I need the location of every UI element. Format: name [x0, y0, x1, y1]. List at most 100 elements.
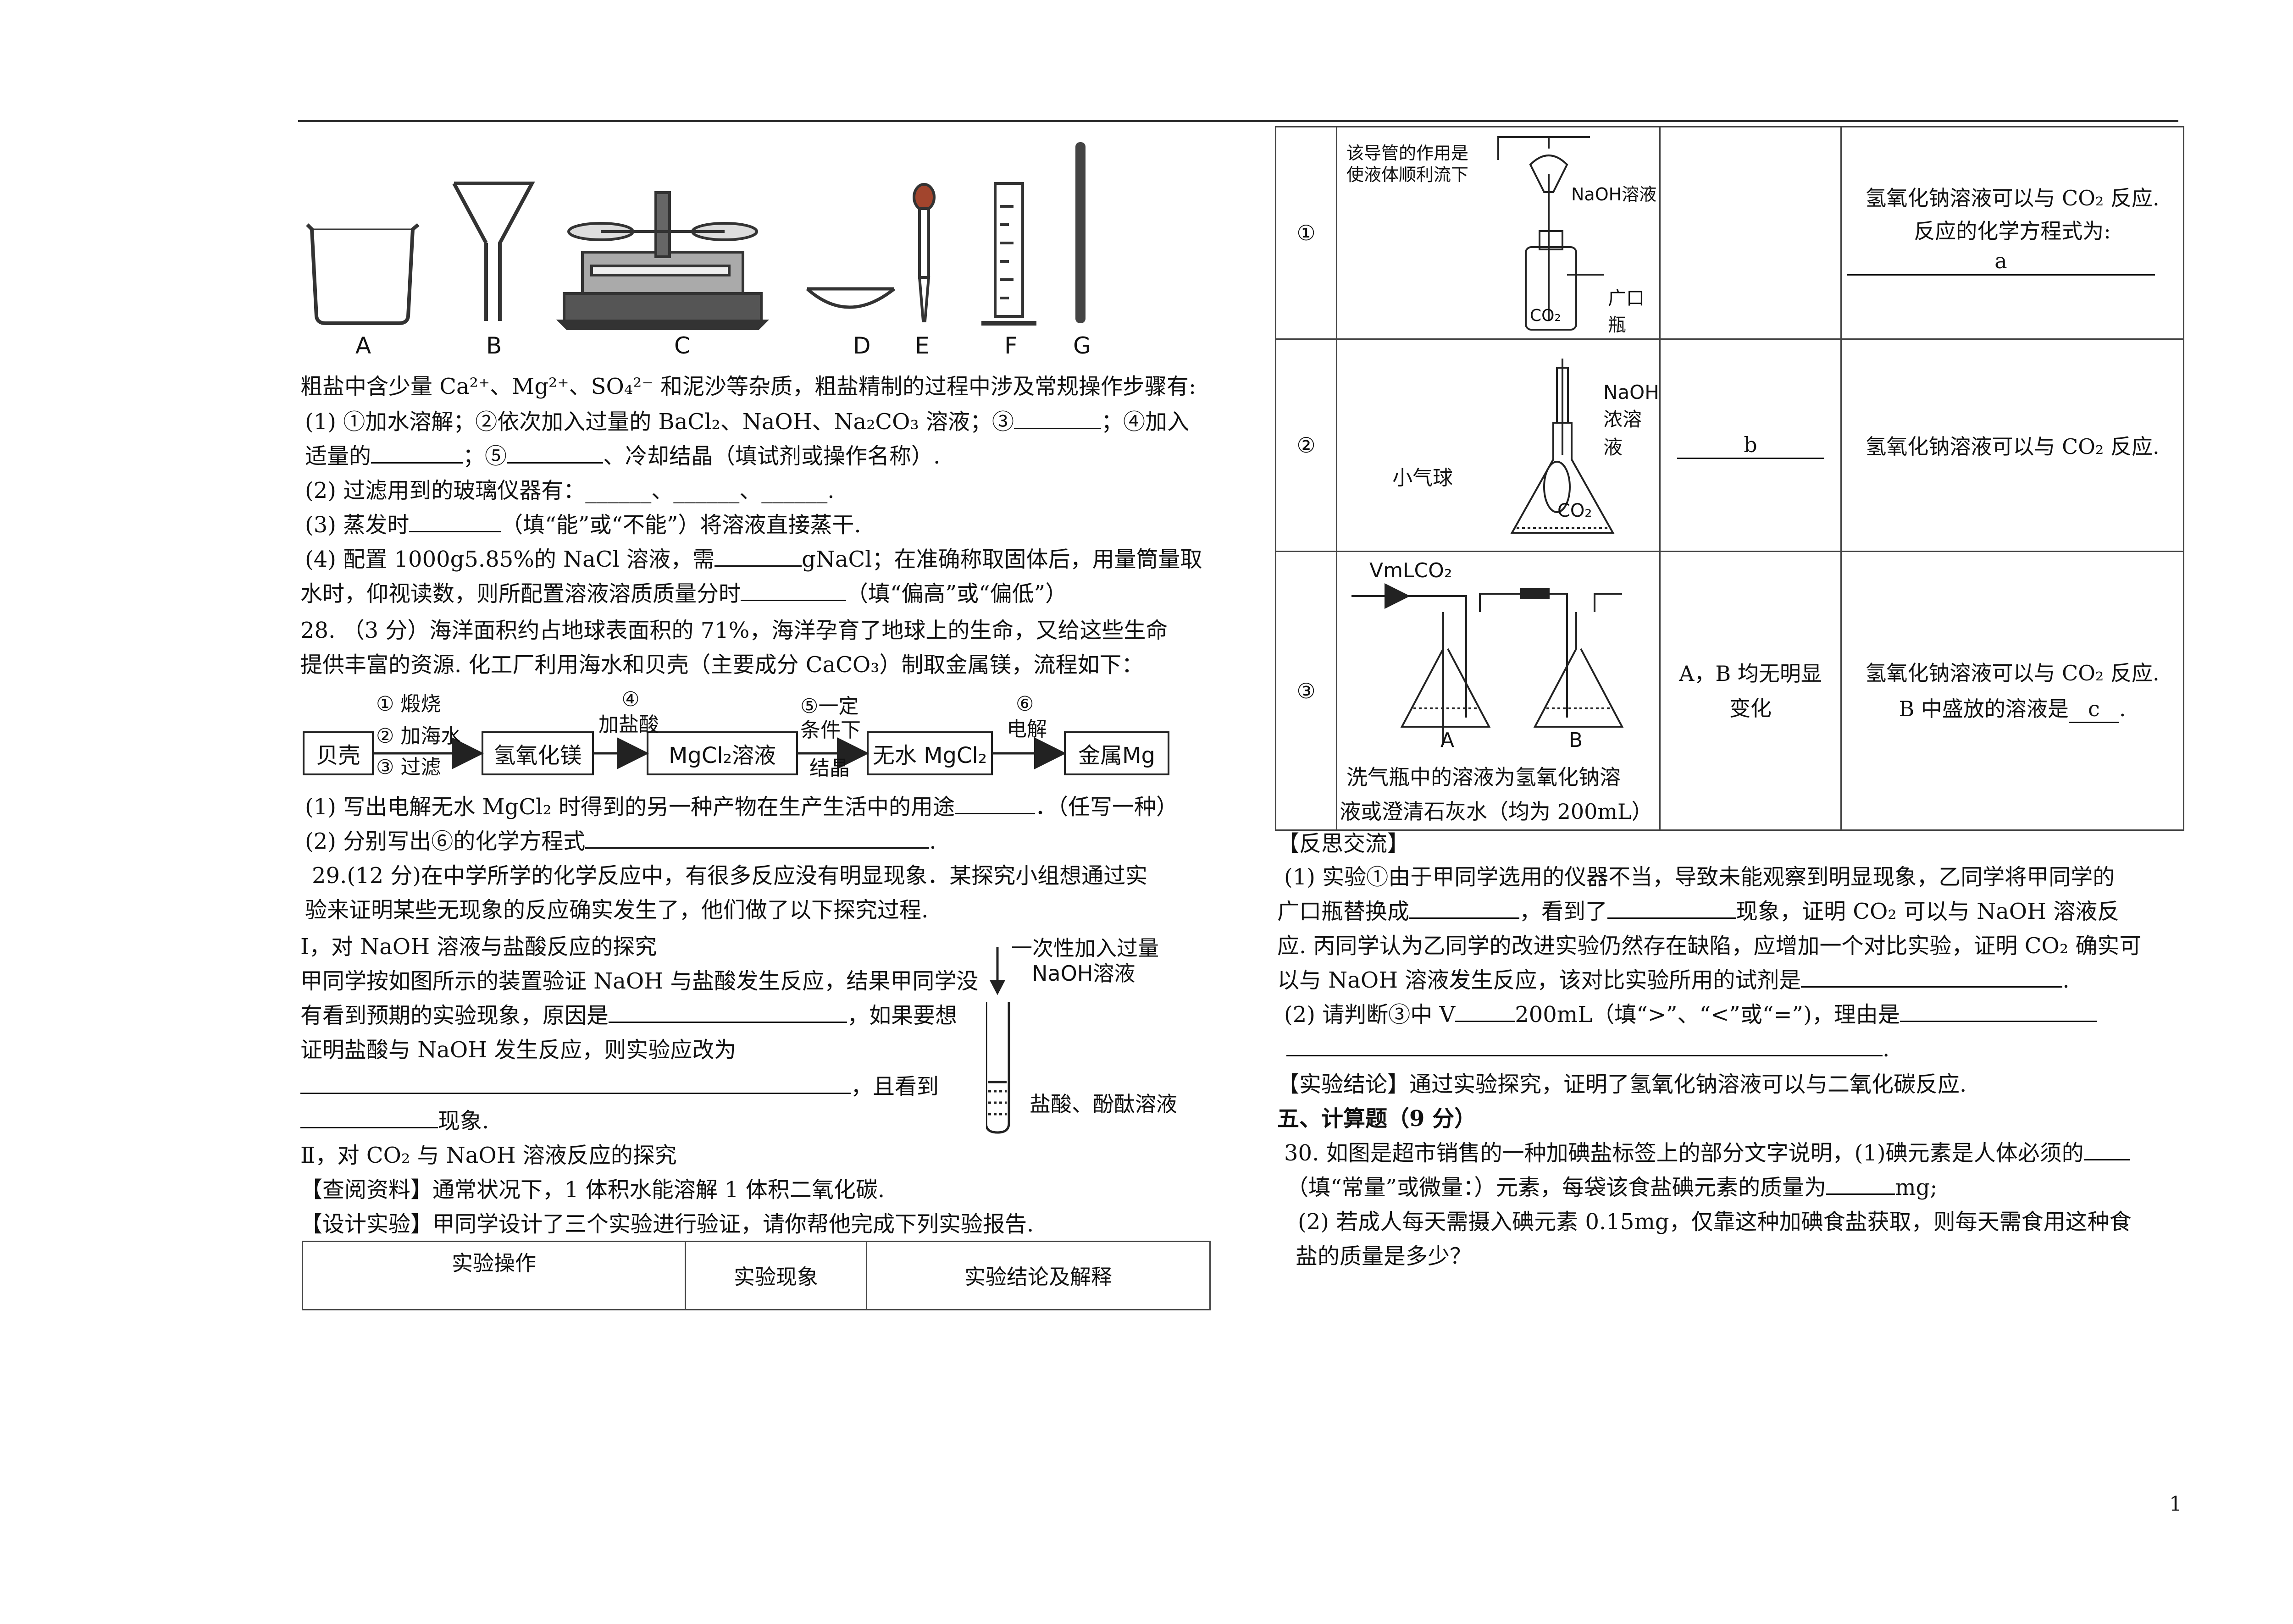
row2-label-conc: 浓溶液	[1603, 408, 1642, 458]
row3-label-b: B	[1569, 729, 1583, 752]
q28-2-text-b: .	[929, 829, 936, 854]
q30-element-blank[interactable]	[2083, 1159, 2130, 1160]
q27-4-text-d: （填“偏高”或“偏低”）	[846, 581, 1068, 607]
wide-mouth-bottle-icon	[1525, 246, 1577, 331]
q28-heading-2: 提供丰富的资源. 化工厂利用海水和贝壳（主要成分 CaCO₃）制取金属镁，流程如…	[300, 652, 1144, 678]
reflect-1d: 以与 NaOH 溶液发生反应，该对比实验所用的试剂是.	[1277, 964, 2070, 996]
q27-3-blank[interactable]	[409, 531, 501, 532]
q27-4-text-a: (4) 配置 1000g5.85%的 NaCl 溶液，需	[305, 547, 715, 572]
q27-3-text-a: (3) 蒸发时	[305, 512, 410, 538]
table-row: ③ VmLCO₂ A B 洗气瓶中的溶液为氢氧化钠溶	[1275, 551, 2184, 831]
down-arrow-icon	[989, 947, 1006, 995]
q30-text-c: mg;	[1895, 1175, 1938, 1200]
q29-heading-2: 验来证明某些无现象的反应确实发生了，他们做了以下探究过程.	[305, 897, 929, 923]
graduated-cylinder-icon	[981, 182, 1036, 326]
flow-arrows	[374, 737, 1066, 769]
reflect-2a-text-b: 200mL（填“>”、“<”或“=”)，理由是	[1515, 1002, 1900, 1027]
row2-conclusion: 氢氧化钠溶液可以与 CO₂ 反应.	[1840, 338, 2184, 552]
part1-phenomenon-blank[interactable]	[300, 1127, 438, 1128]
reflect-reason-blank-2[interactable]	[1286, 1055, 1883, 1056]
q27-1-blank-5[interactable]	[507, 462, 604, 464]
funnel-icon	[452, 182, 535, 321]
row1-conclusion: 氢氧化钠溶液可以与 CO₂ 反应. 反应的化学方程式为: a	[1840, 126, 2184, 340]
label-e: E	[915, 332, 930, 359]
q27-4-line2: 水时，仰视读数，则所配置溶液溶质质量分时 （填“偏高”或“偏低”）	[300, 578, 1067, 610]
q28-1-text-a: (1) 写出电解无水 MgCl₂ 时得到的另一种产物在生产生活中的用途	[305, 794, 955, 820]
q27-4-text-b: gNaCl；在准确称取固体后，用量筒量取	[802, 547, 1202, 572]
q27-3-text-b: （填“能”或“不能”）将溶液直接蒸干.	[501, 512, 861, 538]
part1-line3: 证明盐酸与 NaOH 发生反应，则实验应改为	[300, 1037, 737, 1063]
row3-conclusion-text: B 中盛放的溶液是	[1899, 696, 2069, 721]
section-5-title: 五、计算题（9 分）	[1277, 1106, 1477, 1132]
row3-diagram: VmLCO₂ A B 洗气瓶中的溶液为氢氧化钠溶 液或澄清石灰水（均为 200m…	[1336, 551, 1661, 831]
q28-1: (1) 写出电解无水 MgCl₂ 时得到的另一种产物在生产生活中的用途．（任写一…	[305, 791, 1178, 823]
q27-4-blank-result[interactable]	[741, 600, 847, 601]
part2-title: Ⅱ，对 CO₂ 与 NaOH 溶液反应的探究	[300, 1143, 677, 1168]
q27-4-blank-mass[interactable]	[714, 565, 802, 567]
part1-reason-blank[interactable]	[609, 1022, 847, 1023]
table-row: ① 该导管的作用是 使液体顺利流下 NaOH溶液 广口瓶 CO₂ 氢氧	[1275, 126, 2184, 340]
reflect-reason-blank[interactable]	[1900, 1021, 2097, 1022]
q27-1-blank-3[interactable]	[1014, 428, 1101, 429]
part1-title: Ⅰ，对 NaOH 溶液与盐酸反应的探究	[300, 934, 657, 960]
q27-1-line1: (1) ①加水溶解；②依次加入过量的 BaCl₂、NaOH、Na₂CO₃ 溶液；…	[305, 406, 1189, 438]
glass-rod-icon	[1075, 142, 1086, 323]
q27-1-line2: 适量的；⑤、冷却结晶（填试剂或操作名称）.	[305, 440, 940, 472]
reflect-1b-text-a: 广口瓶替换成	[1277, 899, 1410, 924]
part1-line4: ，且看到	[300, 1071, 939, 1103]
row2-phenomenon: b	[1659, 338, 1842, 552]
experiment-header-table: 实验操作 实验现象 实验结论及解释	[302, 1241, 1211, 1310]
info-line: 【查阅资料】通常状况下，1 体积水能溶解 1 体积二氧化碳.	[300, 1177, 885, 1203]
q27-4-text-c: 水时，仰视读数，则所配置溶液溶质质量分时	[300, 581, 741, 607]
label-c: C	[674, 332, 690, 359]
reflect-compare-blank[interactable]	[1455, 1021, 1515, 1022]
page-number: 1	[2169, 1492, 2182, 1516]
q28-2: (2) 分别写出⑥的化学方程式.	[305, 825, 936, 857]
row1-apparatus	[1497, 136, 1604, 331]
row3-answer-c[interactable]: c	[2068, 696, 2119, 723]
reflect-reagent-blank[interactable]	[1801, 986, 2063, 988]
q28-2-blank[interactable]	[585, 847, 930, 849]
reflect-phenomenon-blank[interactable]	[1607, 917, 1736, 919]
row2-apparatus	[1510, 359, 1615, 534]
design-line: 【设计实验】甲同学设计了三个实验进行验证，请你帮他完成下列实验报告.	[300, 1211, 1034, 1237]
q27-1-blank-4[interactable]	[371, 462, 463, 464]
conical-flask-icon	[1510, 422, 1615, 534]
q27-4-line1: (4) 配置 1000g5.85%的 NaCl 溶液，需 gNaCl；在准确称取固…	[305, 543, 1202, 575]
row3-label-vml: VmLCO₂	[1369, 559, 1452, 582]
part1-method-blank[interactable]	[300, 1093, 851, 1094]
row2-diagram: NaOH 浓溶液 小气球 CO₂	[1336, 338, 1661, 552]
part1-text-a: 有看到预期的实验现象，原因是	[300, 1003, 609, 1028]
row2-label-naoh: NaOH	[1603, 381, 1659, 403]
part1-text-c: ，且看到	[851, 1074, 939, 1099]
flow-step4-text: 电解	[1007, 718, 1047, 741]
row1-num: ①	[1275, 126, 1337, 340]
row1-phenomenon[interactable]	[1659, 126, 1842, 340]
dropper-icon	[913, 183, 936, 322]
balance-icon	[556, 191, 770, 330]
q27-1-text-e: 、冷却结晶（填试剂或操作名称）.	[603, 443, 941, 469]
part1-text-b: ，如果要想	[847, 1003, 958, 1028]
row3-note-1: 洗气瓶中的溶液为氢氧化钠溶	[1346, 765, 1621, 790]
evaporating-dish-icon	[806, 287, 896, 309]
reflect-1b: 广口瓶替换成，看到了现象，证明 CO₂ 可以与 NaOH 溶液反	[1277, 895, 2119, 928]
q30-mass-blank[interactable]	[1826, 1193, 1895, 1195]
part1-line2: 有看到预期的实验现象，原因是 ，如果要想	[300, 1000, 957, 1032]
row3-phenomenon: A，B 均无明显变化	[1659, 551, 1842, 831]
reflect-container-blank[interactable]	[1409, 917, 1520, 919]
tube-label-1: 一次性加入过量	[1011, 936, 1159, 961]
q30-text-b: （填“常量”或微量：）元素，每袋该食盐碘元素的质量为	[1286, 1175, 1827, 1200]
row1-conclusion-2: 反应的化学方程式为:	[1914, 218, 2111, 243]
row2-answer-b[interactable]: b	[1677, 432, 1824, 459]
label-d: D	[853, 332, 871, 359]
tube-label-3: 盐酸、酚酞溶液	[1030, 1092, 1177, 1116]
row1-label-1: 该导管的作用是	[1346, 143, 1469, 163]
row2-label-balloon: 小气球	[1392, 466, 1453, 490]
q28-1-blank[interactable]	[954, 813, 1035, 814]
table-row: ② NaOH 浓溶液 小气球 CO₂ b 氢氧化钠溶液可以与 CO₂ 反应.	[1275, 338, 2184, 552]
tube-label-2: NaOH溶液	[1032, 961, 1135, 986]
row1-label-2: 使液体顺利流下	[1346, 165, 1469, 185]
flow-step3-c: 结晶	[809, 757, 850, 780]
row1-answer-a[interactable]: a	[1847, 248, 2155, 276]
